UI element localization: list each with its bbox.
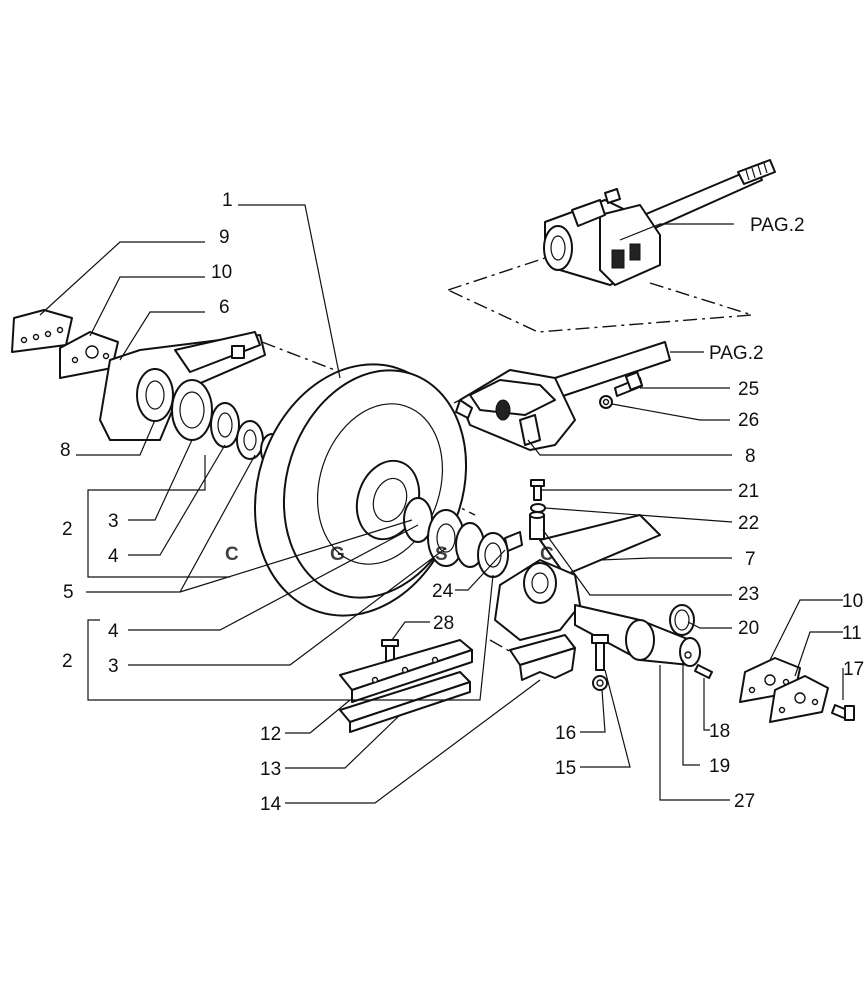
bolt-16 (591, 634, 609, 671)
callout-18: 18 (709, 721, 730, 742)
watermark-letter: C (225, 544, 239, 565)
nut-15 (592, 675, 608, 691)
nut-26 (599, 395, 613, 409)
slide-bar-13 (339, 671, 471, 733)
callout-15: 15 (555, 758, 576, 779)
plate-10-left (59, 331, 119, 379)
callout-24: 24 (432, 581, 454, 602)
support-7 (494, 514, 661, 641)
callout-labels: PAG.2 PAG.2 1 9 10 6 8 2 3 4 5 4 2 3 25 … (60, 190, 864, 815)
callout-26: 26 (738, 410, 759, 431)
callout-20: 20 (738, 618, 759, 639)
callout-11: 11 (842, 623, 862, 644)
callout-7: 7 (745, 549, 756, 570)
callout-12: 12 (260, 724, 281, 745)
callout-9: 9 (219, 227, 230, 248)
callout-25: 25 (738, 379, 759, 400)
callout-16: 16 (555, 723, 576, 744)
washer-22 (530, 503, 546, 513)
callout-22: 22 (738, 513, 759, 534)
callout-28: 28 (433, 613, 454, 634)
callout-10-right: 10 (842, 591, 863, 612)
bolt-18 (694, 664, 713, 679)
ref-label-pag2-mid: PAG.2 (709, 343, 764, 364)
callout-2-lower: 2 (62, 651, 73, 672)
callout-3-lower: 3 (108, 656, 119, 677)
watermark-letter: C (540, 544, 554, 565)
ref-label-pag2-top: PAG.2 (750, 215, 805, 236)
slide-bar-12 (339, 639, 473, 703)
callout-23: 23 (738, 584, 759, 605)
callout-21: 21 (738, 481, 759, 502)
callout-4-upper: 4 (108, 546, 119, 567)
callout-27: 27 (734, 791, 755, 812)
pin-23 (529, 511, 545, 540)
callout-8-left: 8 (60, 440, 71, 461)
bolt-17 (831, 704, 855, 721)
callout-14: 14 (260, 794, 282, 815)
bolt-21 (530, 479, 545, 501)
callout-10-left: 10 (211, 262, 232, 283)
bolt-25 (614, 371, 644, 397)
callout-8-right: 8 (745, 446, 756, 467)
callout-17: 17 (843, 659, 864, 680)
top-shaft-assembly (543, 159, 776, 286)
callout-4-lower: 4 (108, 621, 119, 642)
leader-lines (39, 204, 844, 804)
callout-6: 6 (219, 297, 230, 318)
idler-wheel-1 (253, 363, 468, 617)
watermark-letter: G (330, 544, 345, 565)
wear-block-14 (509, 634, 576, 681)
callout-19: 19 (709, 756, 730, 777)
reference-outline (447, 257, 753, 333)
callout-13: 13 (260, 759, 281, 780)
plate-11 (769, 675, 829, 723)
callout-3-upper: 3 (108, 511, 119, 532)
callout-5: 5 (63, 582, 74, 603)
callout-2-upper: 2 (62, 519, 73, 540)
bearing-set-3-4-right (403, 497, 523, 578)
plate-9 (11, 309, 73, 353)
middle-shaft-bracket (455, 341, 671, 451)
callout-1: 1 (222, 190, 233, 211)
snap-ring-20 (669, 604, 695, 636)
shaft-27 (574, 604, 701, 667)
